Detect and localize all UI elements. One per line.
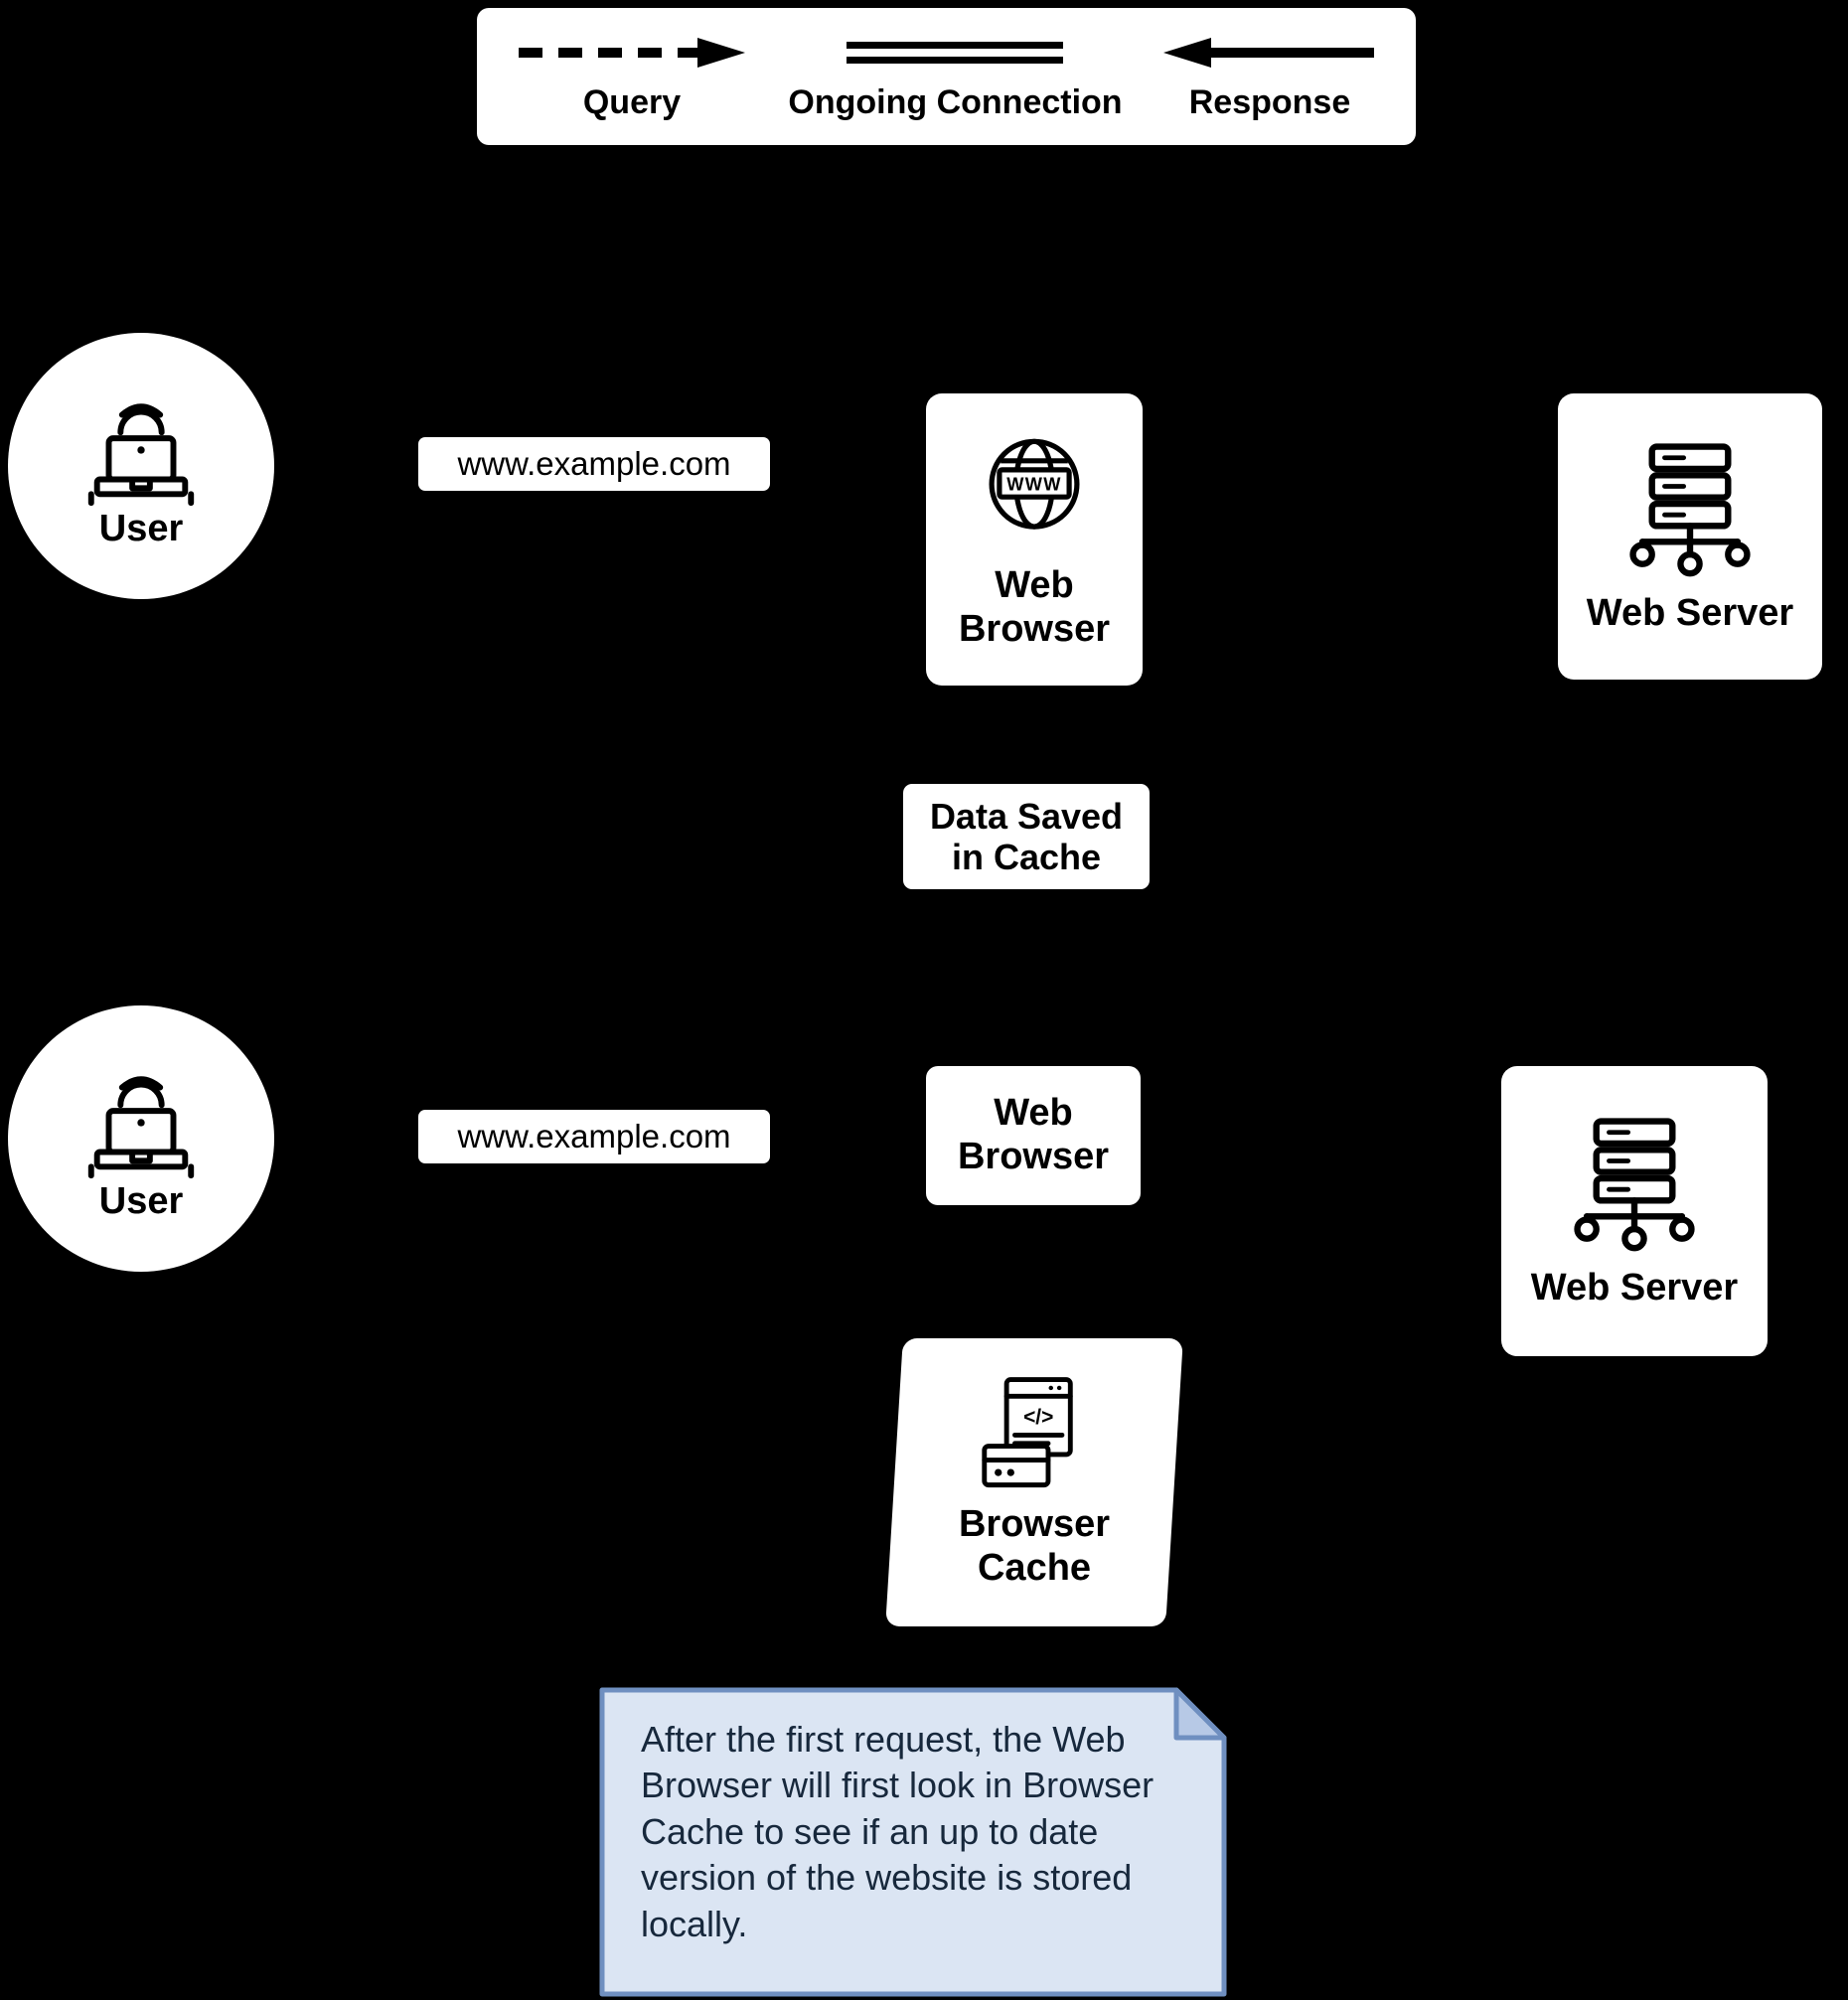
user-node-1: User [8, 333, 274, 599]
legend-item-query: Query [513, 32, 751, 122]
legend-label-query: Query [582, 82, 682, 121]
globe-www-icon: WWW [989, 439, 1080, 531]
web-browser-node-1: WWW Web Browser [926, 393, 1143, 686]
legend-item-response: Response [1159, 32, 1380, 122]
browser-cache-label: Browser Cache [958, 1503, 1111, 1589]
web-server-node-1: Web Server [1558, 393, 1822, 680]
double-line-icon [847, 41, 1064, 64]
web-browser-label: Web Browser [958, 564, 1111, 650]
legend-label-ongoing-connection: Ongoing Connection [788, 82, 1123, 121]
url-chip-1: www.example.com [418, 437, 770, 491]
note-text: After the first request, the Web Browser… [641, 1719, 1155, 1944]
dashed-arrow-icon [519, 37, 745, 68]
note-background [599, 1687, 1227, 1997]
legend: Query Ongoing Connection Response [477, 8, 1416, 145]
web-server-label: Web Server [1530, 1267, 1739, 1309]
server-stack-icon [1574, 1118, 1695, 1252]
user-node-2: User [8, 1005, 274, 1272]
code-glyph-text: </> [1023, 1407, 1053, 1430]
user-label: User [98, 1179, 184, 1222]
web-browser-label: Web Browser [957, 1092, 1110, 1177]
web-server-node-2: Web Server [1501, 1066, 1768, 1356]
person-at-laptop-icon [87, 402, 195, 506]
web-browser-node-2: Web Browser [926, 1066, 1141, 1205]
data-saved-in-cache-text: Data Saved in Cache [929, 795, 1124, 877]
browser-cache-node: </> Browser Cache [885, 1338, 1183, 1626]
explanation-note: After the first request, the Web Browser… [599, 1687, 1227, 1997]
globe-www-text: WWW [1006, 475, 1061, 495]
legend-item-ongoing-connection: Ongoing Connection [788, 32, 1123, 122]
url-text: www.example.com [457, 1118, 731, 1154]
person-at-laptop-icon [87, 1075, 195, 1178]
solid-arrow-icon [1162, 37, 1374, 68]
server-stack-icon [1629, 443, 1751, 577]
url-chip-2: www.example.com [418, 1110, 770, 1163]
data-saved-in-cache-chip: Data Saved in Cache [903, 784, 1150, 889]
user-label: User [98, 507, 184, 549]
browser-cache-content: </> Browser Cache [950, 1374, 1119, 1590]
web-server-label: Web Server [1586, 592, 1794, 635]
legend-label-response: Response [1188, 82, 1351, 121]
browser-cache-icon: </> [982, 1377, 1073, 1488]
url-text: www.example.com [457, 445, 731, 482]
